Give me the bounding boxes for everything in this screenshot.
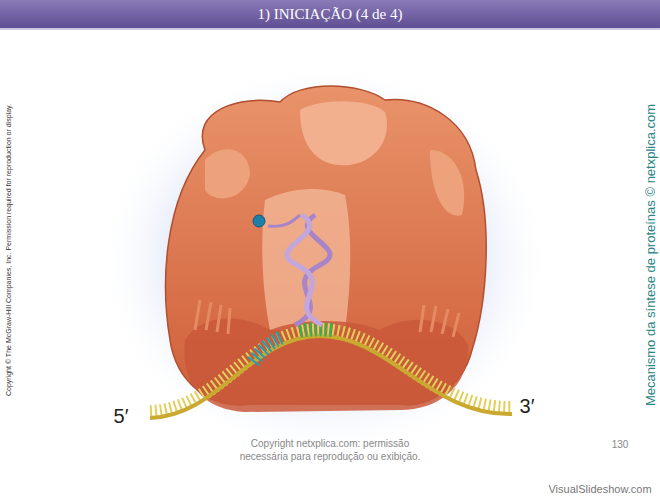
start-codon <box>300 329 332 331</box>
site-watermark: VisualSlideshow.com <box>548 483 651 495</box>
mrna-strand <box>150 329 512 418</box>
small-subunit <box>184 300 468 412</box>
five-prime-label: 5′ <box>114 405 129 428</box>
copyright-note: Copyright © The McGraw-Hill Companies, I… <box>5 104 12 396</box>
footer-copyright: Copyright netxplica.com: permissão neces… <box>235 437 425 463</box>
trna-helix <box>295 215 330 325</box>
mrna-backbone <box>150 336 512 418</box>
codon-teal <box>253 337 282 362</box>
slide-number: 130 <box>612 439 629 450</box>
background-glow <box>95 60 555 460</box>
ribosome-ridge <box>430 150 464 216</box>
slide-title: 1) INICIAÇÃO (4 de 4) <box>258 6 403 23</box>
exit-trna-arm <box>195 300 230 334</box>
trna-helix <box>287 215 322 325</box>
methionine-ball <box>253 215 265 227</box>
trna-acceptor-arm <box>268 215 300 226</box>
three-prime-label: 3′ <box>520 395 535 418</box>
title-bar: 1) INICIAÇÃO (4 de 4) <box>0 0 660 30</box>
ribosome-ridge <box>205 149 250 198</box>
side-watermark: Mecanismo da síntese de proteínas © netx… <box>643 104 658 406</box>
trna-site-groove <box>262 189 350 330</box>
initiator-trna <box>253 215 330 325</box>
ribosome-ridge <box>300 101 387 165</box>
aminoacyl-trna-arm <box>420 305 459 337</box>
